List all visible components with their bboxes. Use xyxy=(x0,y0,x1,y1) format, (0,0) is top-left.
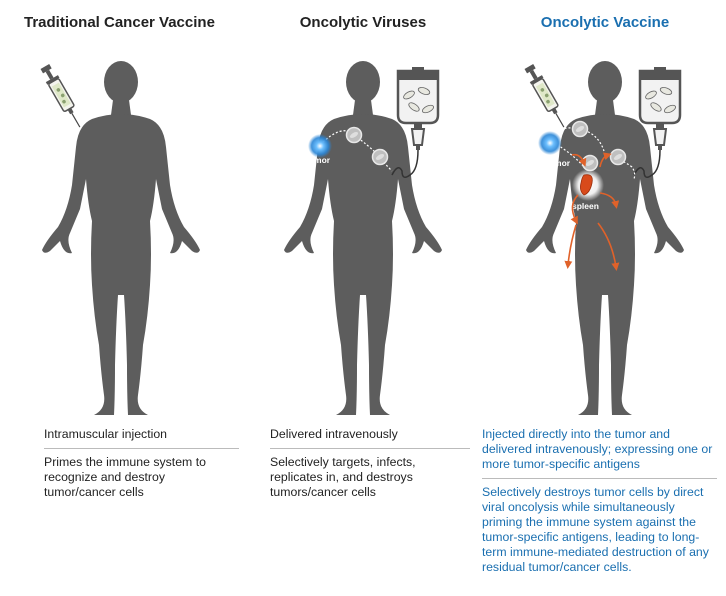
body-figure: tumor spleen xyxy=(484,55,726,420)
delivery-route-text: Delivered intravenously xyxy=(270,427,470,449)
spleen-label: spleen xyxy=(572,201,599,211)
syringe-icon xyxy=(522,62,571,132)
panel-oncolytic-vaccine: Oncolytic Vaccine tumor spleen I xyxy=(482,0,726,596)
syringe-icon xyxy=(38,62,87,132)
effect-text: Primes the immune system to recognize an… xyxy=(44,455,206,499)
panel-description: Delivered intravenously Selectively targ… xyxy=(270,427,470,500)
tumor-marker xyxy=(538,131,562,155)
effect-text: Selectively destroys tumor cells by dire… xyxy=(482,485,709,574)
iv-tube xyxy=(391,149,419,178)
delivery-route-text: Intramuscular injection xyxy=(44,427,239,449)
virus-path xyxy=(549,127,605,152)
tumor-label: tumor xyxy=(546,158,571,168)
panel-title: Traditional Cancer Vaccine xyxy=(24,14,215,31)
tumor-label: tumor xyxy=(306,155,331,165)
panel-traditional-vaccine: Traditional Cancer Vaccine Intramuscular… xyxy=(0,0,242,596)
delivery-route-text: Injected directly into the tumor and del… xyxy=(482,427,717,479)
panel-description: Injected directly into the tumor and del… xyxy=(482,427,717,575)
tumor-marker xyxy=(308,134,332,158)
immune-arrow xyxy=(599,152,612,168)
virus-icon xyxy=(345,126,363,144)
spleen-icon xyxy=(580,174,593,196)
body-silhouette xyxy=(42,61,200,415)
effect-text: Selectively targets, infects, replicates… xyxy=(270,455,416,499)
immune-arrow xyxy=(570,194,579,225)
panel-title: Oncolytic Vaccine xyxy=(540,14,670,31)
panel-oncolytic-viruses: Oncolytic Viruses tumor Delivered intrav… xyxy=(242,0,484,596)
body-figure xyxy=(0,55,242,420)
virus-icon xyxy=(609,148,627,166)
immune-arrow xyxy=(571,153,587,167)
panel-title: Oncolytic Viruses xyxy=(299,14,427,31)
panel-description: Intramuscular injection Primes the immun… xyxy=(44,427,239,500)
iv-tube xyxy=(633,149,661,178)
virus-icon xyxy=(371,148,389,166)
virus-icon xyxy=(581,154,599,172)
immune-arrow xyxy=(564,224,577,269)
virus-icon xyxy=(571,120,589,138)
body-figure: tumor xyxy=(242,55,484,420)
immune-arrow xyxy=(597,222,620,271)
immune-arrow xyxy=(599,192,620,209)
